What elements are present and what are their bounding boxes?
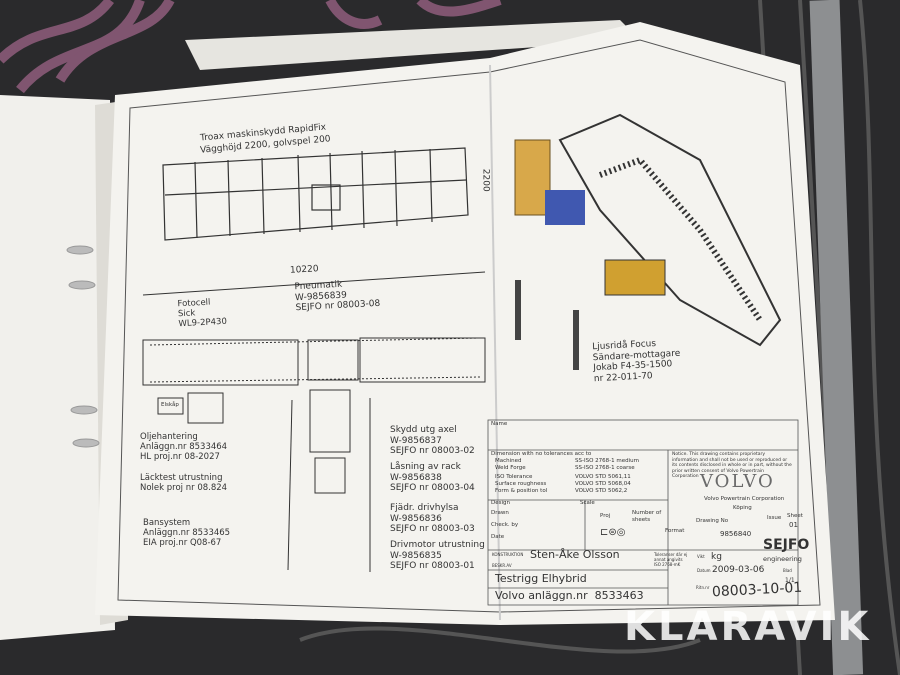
callout-line: Låsning av rack (390, 462, 461, 472)
callout-drivmotor: Drivmotor utrustning W-9856835 SEJFO nr … (390, 540, 485, 572)
callout-line: Drivmotor utrustning (390, 540, 485, 550)
design-label: Design (491, 500, 510, 506)
format-label: Format (665, 528, 685, 534)
tol-value: VOLVO STD 5068,04 (575, 481, 631, 487)
callout-oljehantering: Oljehantering Anläggn.nr 8533464 HL proj… (140, 432, 227, 462)
company-name: Volvo Powertrain Corporation (704, 496, 785, 502)
callout-line: W-9856838 (390, 472, 442, 483)
drawing-no: 9856840 (720, 530, 752, 538)
tol-value: SS-ISO 2768-1 medium (575, 458, 639, 464)
callout-line: Anläggn.nr 8533465 (143, 528, 231, 538)
callout-fotocell: Fotocell Sick WL9-2P430 (177, 297, 227, 330)
callout-line: SEJFO nr 08003-01 (390, 561, 475, 571)
binder-page (0, 95, 115, 640)
check-label: Check. by (491, 522, 519, 528)
konstruktion-name: Sten-Åke Olsson (530, 548, 620, 561)
tolerance-note: Toleranser där ej annat angivits ISO 276… (654, 552, 688, 567)
volvo-logo: VOLVO (700, 471, 775, 492)
callout-lacktest: Läcktest utrustning Nolek proj nr 08.824 (140, 473, 227, 493)
name-label: Name (491, 421, 508, 427)
callout-line: SEJFO nr 08003-02 (390, 446, 475, 456)
callout-elskap: Elskåp (161, 402, 179, 408)
callout-line: Anläggn.nr 8533464 (140, 442, 228, 452)
ritn-label: Ritn.nr (696, 585, 710, 590)
callout-ljusrida: Ljusridå Focus Sändare-mottagare Jokab F… (592, 338, 682, 385)
drawing-title: Testrigg Elhybrid (495, 572, 587, 585)
callout-line: Bansystem (143, 518, 191, 528)
vikt-label: Vikt (697, 554, 705, 559)
title-block-lines (487, 419, 799, 606)
callout-lasning: Låsning av rack W-9856838 SEJFO nr 08003… (390, 462, 475, 494)
datum-label: Datum (697, 568, 711, 573)
drawing-no-label: Drawing No (696, 518, 729, 524)
city: Köping (733, 505, 752, 511)
notice-text: Notice. This drawing contains proprietar… (672, 452, 792, 479)
datum-value: 2009-03-06 (712, 565, 765, 575)
callout-line: SEJFO nr 08003-03 (390, 524, 475, 534)
tol-value: VOLVO STD 5062,2 (575, 488, 628, 494)
callout-line: W-9856836 (390, 513, 442, 524)
callout-line: SEJFO nr 08003-04 (390, 483, 475, 493)
tol-label: Surface roughness (495, 481, 547, 487)
callout-fjadr: Fjädr. drivhylsa W-9856836 SEJFO nr 0800… (390, 503, 475, 535)
callout-bansystem: Bansystem Anläggn.nr 8533465 EIA proj.nr… (143, 518, 230, 548)
tol-value: VOLVO STD 5061,11 (575, 474, 631, 480)
vikt-value: kg (711, 552, 722, 562)
beskr-label: BESKR.AV (492, 563, 512, 568)
projection-symbol-icon: ⊏⊜◎ (600, 527, 626, 538)
scale-label: Scale (580, 500, 595, 506)
sheets-label: Number of sheets (632, 510, 662, 523)
ritn-number: 08003-10-01 (711, 579, 803, 601)
tol-label: Form & position tol (495, 488, 548, 494)
date-label: Date (491, 534, 505, 540)
callout-line: Fjädr. drivhylsa (390, 503, 459, 513)
installation-number: Volvo anläggn.nr 8533463 (495, 589, 644, 602)
callout-line: W-9856837 (390, 435, 442, 446)
sheet-label: Sheet (787, 513, 803, 519)
tol-value: SS-ISO 2768-1 coarse (575, 465, 635, 471)
callout-line: Nolek proj nr 08.824 (140, 483, 228, 493)
tol-label: Machined (495, 458, 522, 464)
tolerance-header: Dimension with no tolerances acc to (491, 451, 592, 457)
tol-label: Weld Forge (495, 465, 526, 471)
height-dimension: 2200 (480, 168, 491, 192)
callout-line: EIA proj.nr Q08-67 (143, 538, 222, 548)
konstruktion-label: KONSTRUKTION (492, 552, 524, 557)
drawn-label: Drawn (491, 510, 509, 516)
callout-pneumatik: Pneumatik W-9856839 SEJFO nr 08003-08 (294, 278, 380, 314)
callout-line: W-9856835 (390, 550, 442, 561)
proj-label: Proj (600, 513, 611, 519)
sejfo-subtitle: engineering (763, 555, 802, 563)
blad-label: Blad (783, 568, 792, 573)
sheet-number: 01 (789, 521, 798, 529)
issue-label: Issue (767, 515, 782, 521)
blad-value: 1/1 (785, 577, 795, 584)
callout-line: HL proj.nr 08-2027 (140, 452, 220, 462)
width-dimension: 10220 (289, 264, 319, 276)
callout-line: Skydd utg axel (390, 425, 457, 435)
callout-skydd: Skydd utg axel W-9856837 SEJFO nr 08003-… (390, 425, 475, 457)
callout-line: Läcktest utrustning (140, 473, 223, 483)
klaravik-watermark: KLARAVIK (624, 604, 872, 650)
tol-label: ISO Tolerance (495, 474, 533, 480)
drawing-sheet (95, 22, 835, 625)
callout-line: Oljehantering (140, 432, 198, 442)
sejfo-logo: SEJFO (763, 537, 810, 553)
